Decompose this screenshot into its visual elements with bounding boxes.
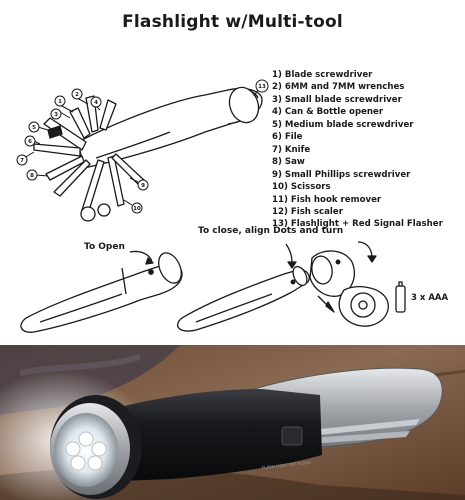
callout-4: 4 <box>94 100 98 106</box>
to-open-label: To Open <box>84 242 125 252</box>
product-photo: FLASH LIGHT OFF FLASH <box>0 345 465 500</box>
legend-item: 13) Flashlight + Red Signal Flasher <box>272 219 443 230</box>
callout-8: 8 <box>30 173 34 179</box>
legend-item: 10) Scissors <box>272 182 331 193</box>
switch-text: FLASH LIGHT OFF FLASH <box>262 460 312 470</box>
exploded-tool-diagram: 1 2 3 4 5 6 7 8 9 10 13 <box>16 79 269 222</box>
legend-item: 8) Saw <box>272 157 305 168</box>
legend-item: 11) Fish hook remover <box>272 194 382 205</box>
callout-3: 3 <box>54 112 58 118</box>
close-instruction-diagram <box>177 241 406 332</box>
legend-item: 5) Medium blade screwdriver <box>272 119 414 130</box>
callout-6: 6 <box>28 139 32 145</box>
tool-legend-list: 1) Blade screwdriver 2) 6MM and 7MM wren… <box>272 69 462 231</box>
callout-10: 10 <box>133 206 141 212</box>
page-title: Flashlight w/Multi-tool <box>122 12 343 32</box>
legend-item: 9) Small Phillips screwdriver <box>272 169 411 180</box>
battery-label: 3 x AAA <box>411 293 449 303</box>
callout-2: 2 <box>75 92 79 98</box>
legend-item: 1) Blade screwdriver <box>272 70 373 80</box>
callout-7: 7 <box>20 158 24 164</box>
legend-item: 4) Can & Bottle opener <box>272 107 384 118</box>
callout-5: 5 <box>32 125 36 131</box>
callout-9: 9 <box>141 183 145 189</box>
to-close-label: To close, align Dots and turn <box>198 226 344 236</box>
legend-item: 3) Small blade screwdriver <box>272 94 402 105</box>
open-instruction-diagram <box>20 250 183 333</box>
legend-item: 12) Fish scaler <box>272 206 343 217</box>
legend-item: 7) Knife <box>272 144 311 155</box>
callout-13: 13 <box>258 84 266 90</box>
legend-item: 6) File <box>272 132 303 143</box>
legend-item: 2) 6MM and 7MM wrenches <box>272 82 405 93</box>
callout-1: 1 <box>58 99 62 105</box>
